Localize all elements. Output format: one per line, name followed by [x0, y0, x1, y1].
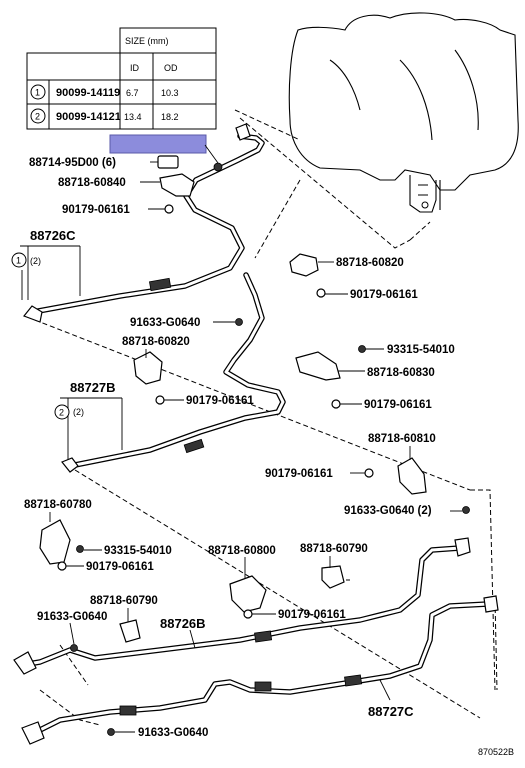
label-93315-54010-b[interactable]: 93315-54010 [104, 545, 172, 557]
label-88714-95d00[interactable]: 88714-95D00 (6) [29, 157, 116, 169]
clamps [13, 123, 499, 745]
label-90179-06161-e[interactable]: 90179-06161 [265, 468, 333, 480]
nut-icon [331, 399, 341, 409]
reference-lines [34, 109, 498, 726]
bolt-icon [107, 728, 115, 736]
label-90179-06161-f[interactable]: 90179-06161 [86, 561, 154, 573]
table-row2-no: 2 [35, 112, 40, 122]
engine-outline [288, 12, 519, 213]
table-row1-id: 6.7 [126, 88, 139, 98]
label-90179-06161-d[interactable]: 90179-06161 [364, 399, 432, 411]
clamp-88718-60840[interactable] [159, 173, 195, 197]
callout-2 [54, 404, 70, 420]
nut-icon [57, 561, 67, 571]
clamp-88718-60800[interactable] [229, 575, 267, 613]
callout-1 [11, 252, 27, 268]
fasteners [57, 162, 470, 736]
nut-icon [164, 204, 174, 214]
label-88718-60830[interactable]: 88718-60830 [367, 367, 435, 379]
label-88726b[interactable]: 88726B [160, 616, 206, 631]
label-88718-60820-a[interactable]: 88718-60820 [336, 257, 404, 269]
nut-icon [316, 288, 326, 298]
leader-lines [20, 144, 462, 733]
label-88718-60790-a[interactable]: 88718-60790 [300, 543, 368, 555]
table-row2-id: 13.4 [124, 112, 142, 122]
bolt-icon [76, 545, 84, 553]
diagram-code: 870522B [478, 747, 514, 757]
clamp-88718-60830[interactable] [295, 351, 341, 381]
label-90179-06161-c[interactable]: 90179-06161 [186, 395, 254, 407]
label-91633-g0640-c[interactable]: 91633-G0640 [37, 611, 107, 623]
nut-icon [364, 468, 374, 478]
label-91633-g0640-d[interactable]: 91633-G0640 [138, 727, 208, 739]
table-id-header: ID [130, 63, 140, 73]
table-size-header: SIZE (mm) [125, 36, 169, 46]
label-note-1: (2) [30, 256, 41, 266]
label-90179-06161-g[interactable]: 90179-06161 [278, 609, 346, 621]
label-88718-60790-b[interactable]: 88718-60790 [90, 595, 158, 607]
label-88718-60800[interactable]: 88718-60800 [208, 545, 276, 557]
highlight-bar[interactable] [109, 134, 207, 154]
clip-88714[interactable] [157, 155, 179, 169]
table-row1-no: 1 [35, 88, 40, 98]
nut-icon [243, 609, 253, 619]
table-row1-part: 90099-14119 [56, 87, 120, 99]
callout-1-text: 1 [16, 256, 21, 266]
label-91633-g0640-b[interactable]: 91633-G0640 (2) [344, 505, 432, 517]
label-88726c[interactable]: 88726C [30, 228, 76, 243]
table-row2-od: 18.2 [161, 112, 179, 122]
clamp-88718-60780[interactable] [39, 519, 71, 565]
label-88718-60820-b[interactable]: 88718-60820 [122, 336, 190, 348]
label-90179-06161-a[interactable]: 90179-06161 [62, 204, 130, 216]
table-od-header: OD [164, 63, 178, 73]
table-row1-od: 10.3 [161, 88, 179, 98]
bolt-icon [235, 318, 243, 326]
bolt-icon [70, 644, 78, 652]
clamp-88718-60790-a[interactable] [321, 565, 345, 589]
part-labels: 88714-95D00 (6) 88718-60840 90179-06161 … [24, 157, 514, 757]
bolt-icon [358, 345, 366, 353]
bolt-icon [213, 162, 223, 172]
bolt-icon [462, 506, 470, 514]
clamp-88718-60820-b[interactable] [133, 351, 163, 385]
label-93315-54010-a[interactable]: 93315-54010 [387, 344, 455, 356]
table-row2-part: 90099-14121 [56, 111, 121, 123]
clamp-88718-60820-a[interactable] [289, 253, 319, 277]
label-88718-60840[interactable]: 88718-60840 [58, 177, 126, 189]
label-88727b[interactable]: 88727B [70, 380, 116, 395]
callout-2-text: 2 [59, 408, 64, 418]
label-88727c[interactable]: 88727C [368, 704, 414, 719]
label-91633-g0640-a[interactable]: 91633-G0640 [130, 317, 200, 329]
label-88718-60780[interactable]: 88718-60780 [24, 499, 92, 511]
clamp-88718-60810[interactable] [397, 457, 427, 495]
label-90179-06161-b[interactable]: 90179-06161 [350, 289, 418, 301]
nut-icon [155, 395, 165, 405]
clamp-88718-60790-b[interactable] [119, 619, 141, 643]
label-note-2: (2) [73, 407, 84, 417]
size-table: SIZE (mm) ID OD 1 90099-14119 6.7 10.3 2… [26, 27, 217, 130]
label-88718-60810[interactable]: 88718-60810 [368, 433, 436, 445]
